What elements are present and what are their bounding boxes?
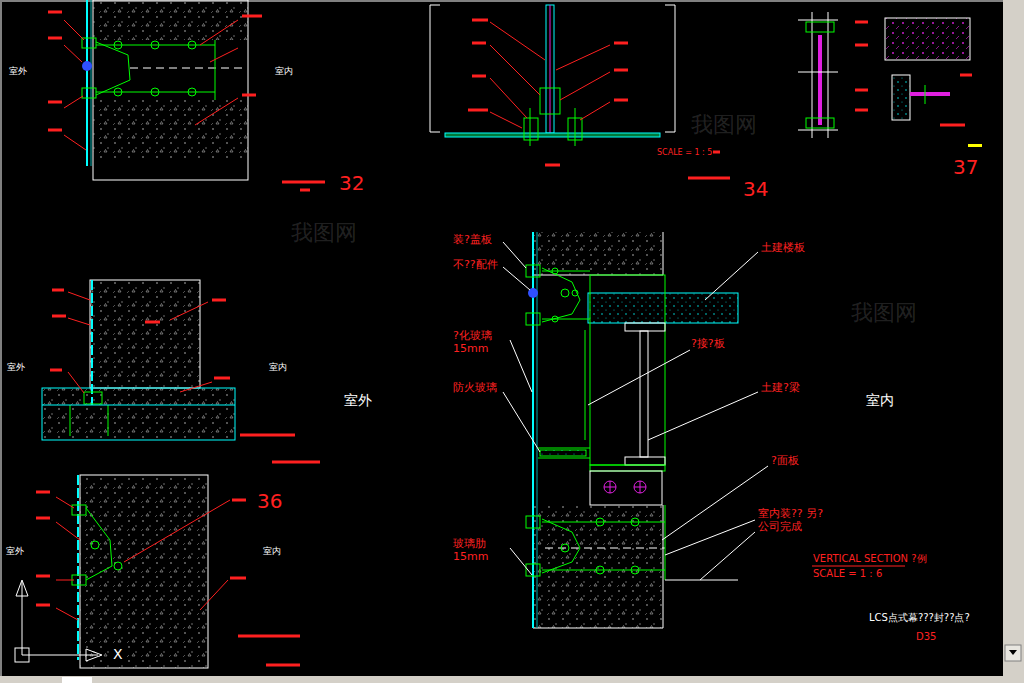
axis-label: X <box>112 646 124 662</box>
part-label: 土建楼板 <box>760 242 806 255</box>
part-label: ?接?板 <box>690 338 726 351</box>
scale-note: SCALE = 1 : 5 <box>656 148 713 157</box>
side-label: 室外 <box>5 546 25 556</box>
callout-number: 32 <box>338 172 365 195</box>
part-label: 室内装?? 另?公司完成 <box>757 508 833 533</box>
drawing-title: LCS点式幕???封??点? <box>868 612 971 624</box>
part-label: ?面板 <box>770 455 800 468</box>
watermark: 我图网 <box>290 220 358 245</box>
side-label: 室外 <box>6 362 26 372</box>
part-label: 玻璃肋 15mm <box>452 538 506 563</box>
side-label: 室内 <box>268 362 288 372</box>
part-label: 防火玻璃 <box>452 382 498 395</box>
part-label: 不??配件 <box>452 259 499 272</box>
side-label: 室内 <box>274 66 294 76</box>
callout-number: 36 <box>256 490 283 513</box>
callout-number: 34 <box>742 178 769 201</box>
side-label: 室外 <box>343 392 373 408</box>
scale-note: SCALE = 1 : 6 <box>812 568 883 580</box>
side-label: 室内 <box>262 546 282 556</box>
callout-number: 37 <box>952 156 979 179</box>
part-label: ?化玻璃 15mm <box>452 330 506 355</box>
watermark: 我图网 <box>850 300 918 325</box>
side-label: 室内 <box>865 392 895 408</box>
section-title: VERTICAL SECTION ?例 <box>812 553 928 565</box>
part-label: 土建?梁 <box>760 382 801 395</box>
part-label: 装?盖板 <box>452 234 493 247</box>
drawing-number: D35 <box>915 631 937 643</box>
watermark: 我图网 <box>690 112 758 137</box>
side-label: 室外 <box>8 66 28 76</box>
